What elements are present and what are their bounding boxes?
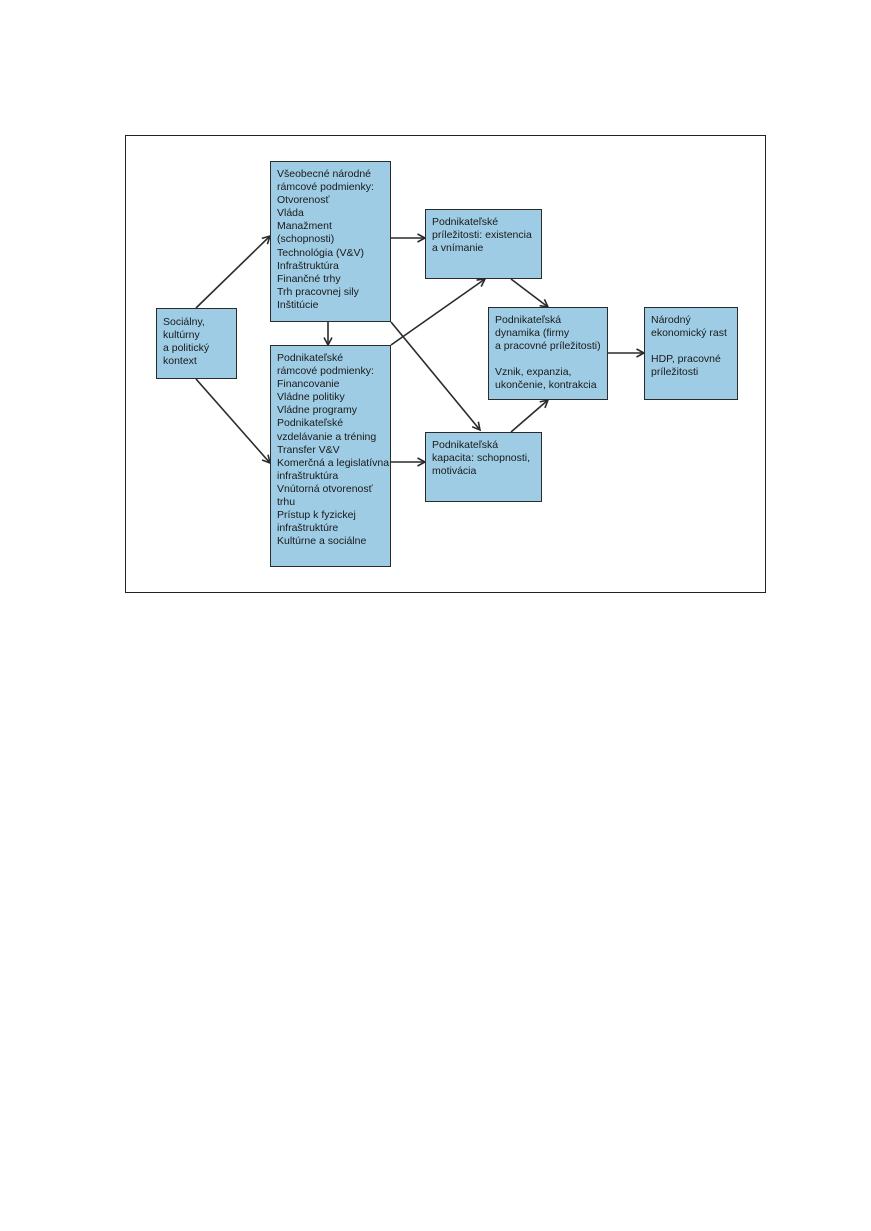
growth-line: Národný	[651, 314, 691, 326]
dynamics-line: a pracovné príležitosti)	[495, 340, 601, 353]
national-conditions-line: rámcové podmienky:	[277, 181, 374, 194]
entrepreneurial-conditions-line: Podnikateľské	[277, 417, 344, 430]
entrepreneurial-conditions-line: Podnikateľské	[277, 352, 344, 364]
entrepreneurial-conditions-line: Transfer V&V	[277, 443, 340, 456]
entrepreneurial-conditions-line: Komerčná a legislatívna	[277, 456, 390, 469]
entrepreneurial-conditions-line: Financovanie	[277, 378, 340, 391]
growth-line	[651, 340, 731, 353]
capacity-line: motivácia	[432, 465, 477, 478]
entrepreneurial-conditions-line: rámcové podmienky:	[277, 365, 374, 378]
opportunities-line: Podnikateľské	[432, 216, 499, 228]
national-conditions-line: Trh pracovnej sily	[277, 285, 359, 298]
national-conditions-line: Infraštruktúra	[277, 259, 339, 272]
entrepreneurial-conditions-line: vzdelávanie a tréning	[277, 430, 377, 443]
entrepreneurial-conditions-line: Kultúrne a sociálne	[277, 535, 367, 548]
national-conditions-line: Otvorenosť	[277, 194, 330, 207]
entrepreneurial-conditions-line: Vládne politiky	[277, 391, 345, 404]
dynamics-line: Podnikateľská	[495, 314, 562, 326]
context-line: kontext	[163, 355, 197, 368]
opportunities-line: príležitosti: existencia	[432, 229, 532, 242]
growth-line: ekonomický rast	[651, 327, 727, 340]
dynamics-line: ukončenie, kontrakcia	[495, 379, 597, 392]
entrepreneurial-conditions-line: infraštruktúre	[277, 522, 339, 535]
entrepreneurial-conditions-line: Prístup k fyzickej	[277, 509, 356, 522]
context-line: Sociálny,	[163, 316, 205, 328]
national-conditions-line: Všeobecné národné	[277, 168, 371, 180]
national-conditions-line: Manažment	[277, 220, 332, 233]
dynamics-line	[495, 353, 601, 366]
dynamics-line: Vznik, expanzia,	[495, 366, 572, 379]
national-conditions-line: (schopnosti)	[277, 233, 335, 246]
national-conditions-line: Finančné trhy	[277, 272, 341, 285]
capacity-line: kapacita: schopnosti,	[432, 452, 531, 465]
entrepreneurial-conditions-line: trhu	[277, 496, 296, 509]
national-conditions-line: Inštitúcie	[277, 298, 319, 311]
opportunities-line: a vnímanie	[432, 242, 484, 255]
entrepreneurial-conditions-line: Vnútorná otvorenosť	[277, 482, 373, 495]
context-line: a politický	[163, 342, 210, 355]
entrepreneurial-conditions-line: infraštruktúra	[277, 469, 339, 482]
growth-line: HDP, pracovné	[651, 353, 721, 366]
entrepreneurial-conditions-line: Vládne programy	[277, 404, 357, 417]
growth-line: príležitosti	[651, 366, 699, 379]
national-conditions-line: Technológia (V&V)	[277, 246, 364, 259]
national-conditions-line: Vláda	[277, 207, 304, 220]
context-line: kultúrny	[163, 329, 200, 342]
dynamics-line: dynamika (firmy	[495, 327, 570, 340]
capacity-line: Podnikateľská	[432, 439, 499, 451]
